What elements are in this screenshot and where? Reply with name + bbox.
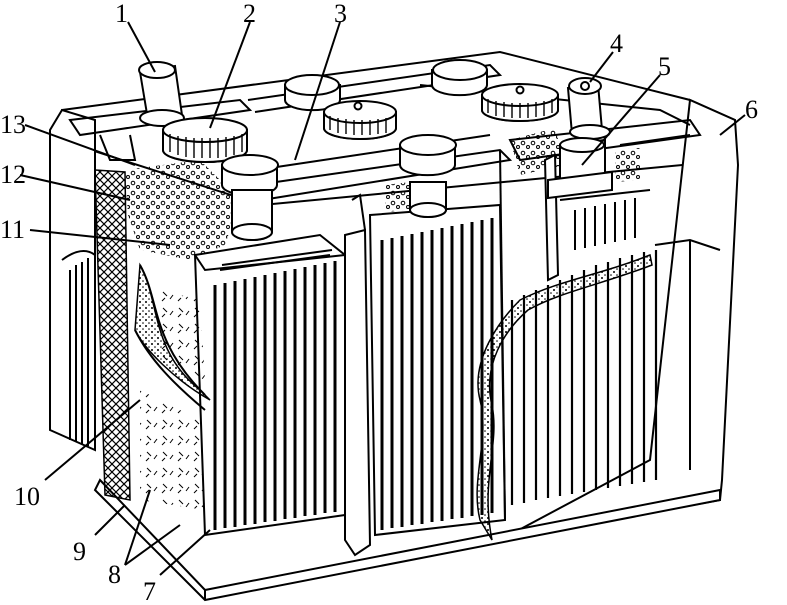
callout-12: 12 [0, 160, 26, 189]
separator-right [476, 253, 653, 541]
electrolyte-mid [385, 182, 410, 212]
active-material-ticks [140, 390, 205, 510]
callout-2: 2 [243, 0, 256, 28]
terminal-post-left [138, 61, 185, 127]
cell-partition-1 [344, 228, 372, 557]
electrolyte-region [125, 160, 240, 260]
callout-4: 4 [610, 29, 623, 58]
callout-leaders [19, 21, 746, 576]
vent-plug-back-left [284, 74, 341, 112]
callout-10: 10 [14, 482, 40, 511]
callout-6: 6 [745, 95, 758, 124]
cell-partition-2 [543, 153, 560, 282]
terminal-post-right [566, 77, 611, 140]
filler-cap-front-left [162, 117, 248, 163]
electrolyte-far-right [615, 148, 640, 182]
cell-2-plates [368, 203, 507, 537]
callout-13: 13 [0, 110, 26, 139]
cell-3-plates [510, 189, 721, 505]
filler-cap-center [323, 100, 397, 140]
callout-8: 8 [108, 560, 121, 589]
vent-plug-back-right [431, 59, 488, 97]
callout-7: 7 [143, 577, 156, 605]
callout-labels: 1 2 3 4 5 6 7 8 9 10 11 12 13 [0, 0, 758, 605]
vent-plug-center-front [399, 134, 457, 218]
callout-3: 3 [334, 0, 347, 28]
cell-1-plates [193, 233, 346, 537]
filler-cap-right [481, 83, 559, 122]
callout-9: 9 [73, 537, 86, 566]
left-outer-plate-ribs [61, 250, 96, 446]
callout-5: 5 [658, 52, 671, 81]
callout-11: 11 [0, 215, 25, 244]
vent-plug-front [221, 154, 279, 241]
upper-ticks [160, 290, 205, 380]
callout-1: 1 [115, 0, 128, 28]
container-wall-hatch [94, 169, 131, 501]
